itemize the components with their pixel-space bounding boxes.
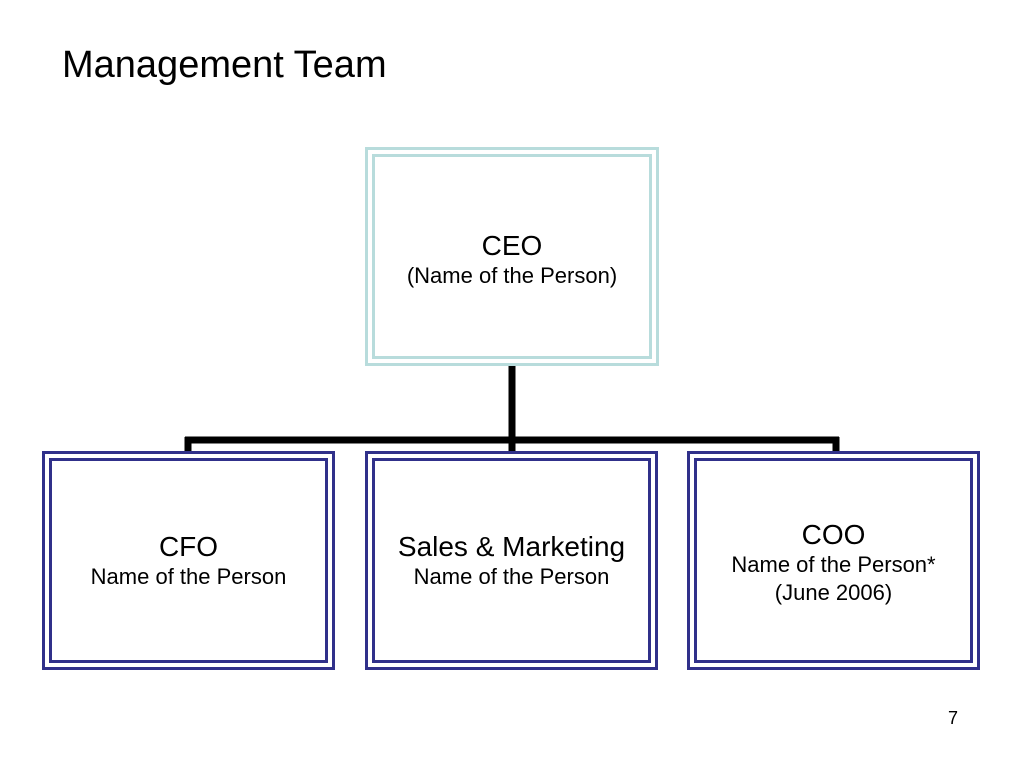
slide-title: Management Team [62, 44, 387, 86]
coo-start-date: (June 2006) [774, 580, 893, 605]
cfo-title: CFO [158, 531, 219, 562]
coo-title: COO [801, 519, 866, 550]
coo-box-inner: COO Name of the Person* (June 2006) [694, 458, 973, 663]
cfo-box: CFO Name of the Person [42, 451, 335, 670]
ceo-title: CEO [481, 230, 543, 261]
cfo-name: Name of the Person [90, 564, 287, 589]
sales-marketing-name: Name of the Person [413, 564, 610, 589]
ceo-box: CEO (Name of the Person) [365, 147, 659, 366]
coo-name: Name of the Person* [731, 552, 936, 577]
sales-marketing-box-inner: Sales & Marketing Name of the Person [372, 458, 651, 663]
coo-box: COO Name of the Person* (June 2006) [687, 451, 980, 670]
sales-marketing-title: Sales & Marketing [397, 531, 626, 562]
page-number: 7 [948, 708, 959, 728]
sales-marketing-box: Sales & Marketing Name of the Person [365, 451, 658, 670]
ceo-box-inner: CEO (Name of the Person) [372, 154, 652, 359]
ceo-name: (Name of the Person) [406, 263, 618, 288]
cfo-box-inner: CFO Name of the Person [49, 458, 328, 663]
